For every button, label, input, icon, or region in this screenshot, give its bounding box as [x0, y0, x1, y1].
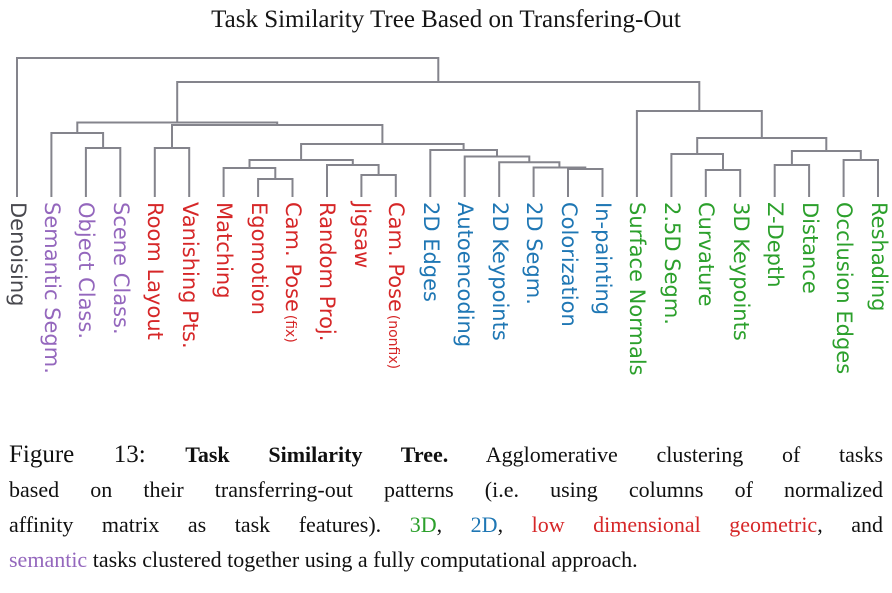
leaf-label-text: 3D Keypoints [728, 202, 753, 341]
leaf-label-2d-segm: 2D Segm. [522, 202, 547, 305]
leaf-label-text: Curvature [694, 202, 719, 307]
leaf-label-semantic-segm: Semantic Segm. [39, 202, 64, 374]
leaf-label-room-layout: Room Layout [143, 202, 168, 340]
leaf-label-surface-normals: Surface Normals [625, 202, 650, 376]
leaf-label-cam-pose: Cam. Pose (fix) [281, 202, 306, 343]
leaf-label-text: Object Class. [74, 202, 99, 339]
leaf-label-text: 2D Edges [418, 202, 443, 302]
caption-term-d2: 2D [470, 512, 498, 537]
caption-term-d3: 3D [409, 512, 437, 537]
leaf-label-text: Cam. Pose [281, 202, 306, 312]
leaf-label-text: Jigsaw [349, 202, 374, 269]
leaf-label-text: Autoencoding [453, 202, 478, 348]
leaf-label-text: Scene Class. [108, 202, 133, 335]
leaf-label-3d-keypoints: 3D Keypoints [728, 202, 753, 341]
caption-line-2: based on their transferring-out patterns… [9, 472, 883, 507]
leaf-label-text: Vanishing Pts. [177, 202, 202, 349]
leaf-label-curvature: Curvature [694, 202, 719, 307]
leaf-label-text: Z-Depth [763, 202, 788, 288]
caption-text: Task Similarity Tree. [185, 442, 449, 467]
caption-text: Figure 13: [9, 441, 186, 468]
caption-text: , and [817, 512, 883, 537]
leaf-label-colorization: Colorization [556, 202, 581, 327]
caption-text: , [497, 512, 532, 537]
leaf-label-scene-class: Scene Class. [108, 202, 133, 335]
leaf-label-matching: Matching [212, 202, 237, 299]
leaf-label-text: Distance [797, 202, 822, 294]
leaf-label-autoencoding: Autoencoding [453, 202, 478, 348]
leaf-label-text: Random Proj. [315, 202, 340, 342]
caption-text: based on their transferring-out patterns… [9, 477, 883, 502]
caption-term-geometric: low dimensional geometric [531, 512, 818, 537]
leaf-label-text: Matching [212, 202, 237, 299]
leaf-label-object-class: Object Class. [74, 202, 99, 339]
dendrogram-svg [16, 57, 879, 197]
leaf-label-text: 2.5D Segm. [659, 202, 684, 325]
leaf-label-text: Egomotion [246, 202, 271, 315]
caption-line-3: affinity matrix as task features). 3D, 2… [9, 507, 883, 542]
leaf-label-text: Surface Normals [625, 202, 650, 376]
leaf-label-text: 2D Segm. [522, 202, 547, 305]
chart-title: Task Similarity Tree Based on Transferin… [211, 6, 681, 33]
leaf-label-distance: Distance [797, 202, 822, 294]
caption-text: affinity matrix as task features). [9, 512, 410, 537]
leaf-label-text: Colorization [556, 202, 581, 327]
leaf-label-cam-pose: Cam. Pose (nonfix) [384, 202, 409, 370]
leaf-label-text: Semantic Segm. [39, 202, 64, 374]
leaf-label-z-depth: Z-Depth [763, 202, 788, 288]
leaf-label-2-5d-segm: 2.5D Segm. [659, 202, 684, 325]
leaf-label-text: In-painting [590, 202, 615, 316]
leaf-label-suffix: (fix) [282, 311, 299, 343]
figure-caption: Figure 13: Task Similarity Tree. Agglome… [9, 437, 883, 577]
caption-text: Agglomerative clustering of tasks [448, 442, 883, 467]
leaf-label-in-painting: In-painting [590, 202, 615, 316]
leaf-label-jigsaw: Jigsaw [349, 202, 374, 269]
caption-text: tasks clustered together using a fully c… [87, 547, 638, 572]
leaf-label-occlusion-edges: Occlusion Edges [832, 202, 857, 375]
leaf-label-egomotion: Egomotion [246, 202, 271, 315]
leaf-label-text: Reshading [866, 202, 891, 312]
leaf-label-suffix: (nonfix) [385, 311, 402, 370]
leaf-label-2d-edges: 2D Edges [418, 202, 443, 302]
leaf-label-text: Cam. Pose [384, 202, 409, 312]
leaf-label-text: Occlusion Edges [832, 202, 857, 375]
leaf-label-text: Room Layout [143, 202, 168, 340]
caption-text: , [436, 512, 471, 537]
leaf-label-text: 2D Keypoints [487, 202, 512, 341]
caption-term-semantic: semantic [9, 547, 88, 572]
dendrogram-links [16, 57, 879, 197]
caption-line-1: Figure 13: Task Similarity Tree. Agglome… [9, 437, 883, 472]
leaf-label-denoising: Denoising [5, 202, 30, 307]
leaf-label-vanishing-pts: Vanishing Pts. [177, 202, 202, 349]
leaf-label-text: Denoising [5, 202, 30, 307]
caption-line-4: semantic tasks clustered together using … [9, 542, 883, 577]
leaf-label-2d-keypoints: 2D Keypoints [487, 202, 512, 341]
leaf-label-reshading: Reshading [866, 202, 891, 312]
leaf-label-random-proj: Random Proj. [315, 202, 340, 342]
